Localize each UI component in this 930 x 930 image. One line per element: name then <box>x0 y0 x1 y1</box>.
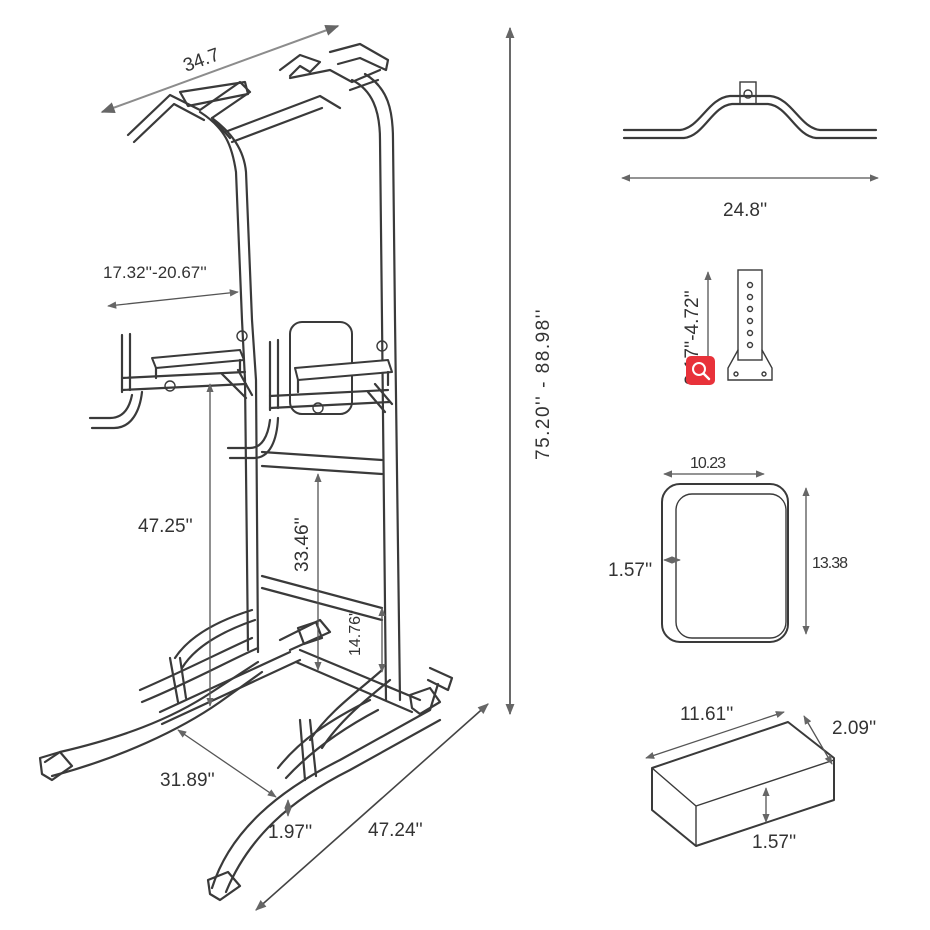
pullup-bar-length-label: 24.8'' <box>723 200 767 221</box>
height-label: 75.20'' - 88.98'' <box>533 308 554 460</box>
dip-height-label: 47.25'' <box>138 516 193 537</box>
zoom-button[interactable] <box>686 356 715 385</box>
dimension-lines <box>100 25 515 911</box>
base-depth-label: 47.24'' <box>368 820 423 841</box>
base-width-label: 31.89'' <box>160 770 215 791</box>
tube-label: 1.97'' <box>268 822 312 843</box>
crossbar-height-label: 33.46'' <box>292 517 313 572</box>
back-pad-width-label: 10.23 <box>690 455 726 472</box>
arm-pad-length-label: 11.61'' <box>680 704 733 725</box>
power-tower-frame <box>38 42 454 902</box>
arm-pad-part: 11.61'' 2.09'' 1.57'' <box>645 704 876 853</box>
dip-width-label: 17.32''-20.67'' <box>103 263 207 282</box>
width-label: 34.7 <box>181 44 223 76</box>
arm-pad-width-label: 2.09'' <box>832 718 876 739</box>
back-pad-part: 10.23 13.38 1.57'' <box>608 455 849 643</box>
arm-pad-thickness-label: 1.57'' <box>752 832 796 853</box>
pullup-bar-part: 24.8'' <box>621 81 879 221</box>
low-bar-label: 14.76'' <box>347 610 364 656</box>
back-pad-depth-label: 1.57'' <box>608 560 652 581</box>
magnifier-icon <box>692 362 711 381</box>
back-pad-height-label: 13.38 <box>812 555 848 572</box>
